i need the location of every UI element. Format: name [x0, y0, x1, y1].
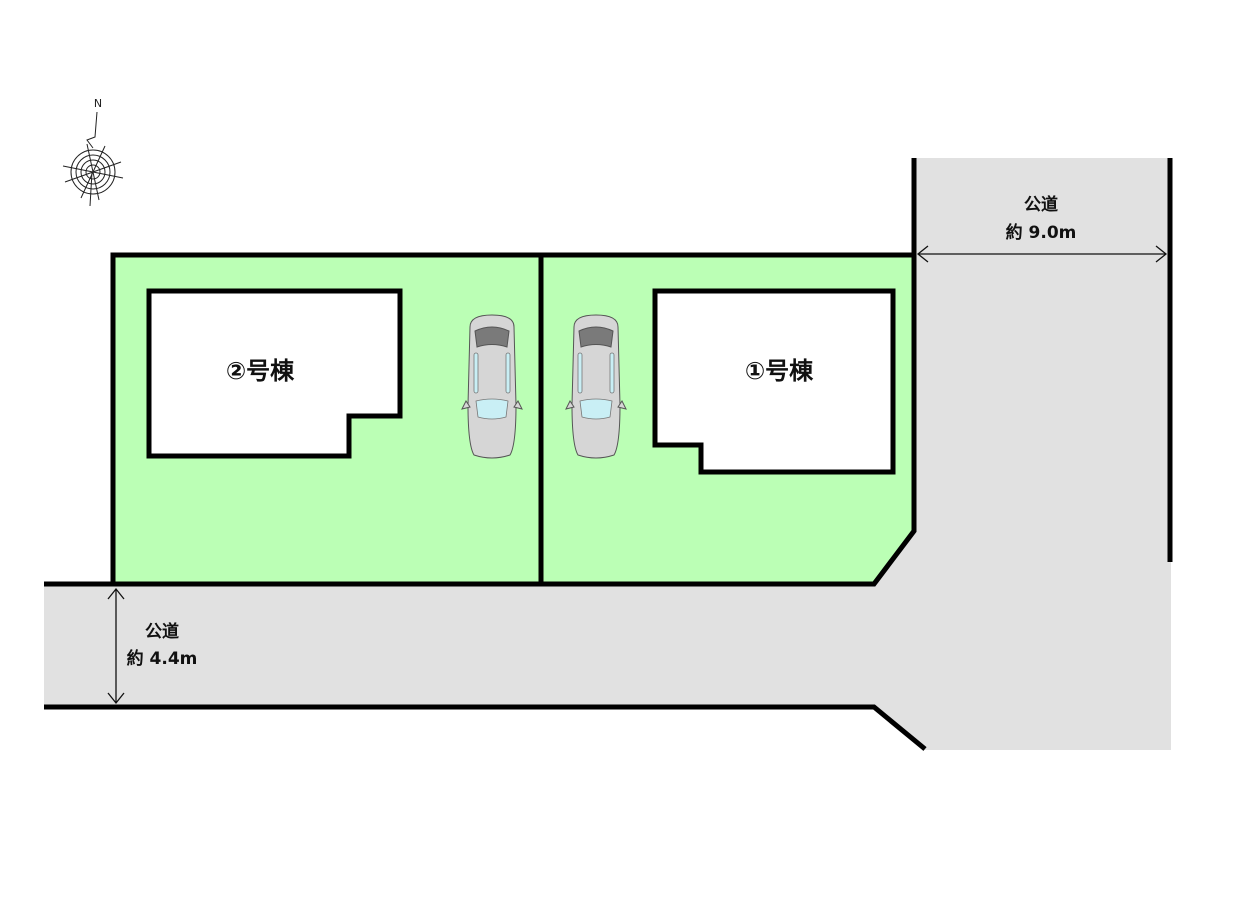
site-boundary [44, 252, 917, 587]
east-road-dimension [916, 245, 1168, 263]
south-road-width: 約 4.4m [127, 648, 198, 669]
road-east [44, 158, 1171, 750]
building-2-label: ②号棟 [226, 357, 295, 385]
car-icon [461, 314, 523, 459]
north-label: N [94, 97, 102, 110]
building-2 [146, 288, 403, 459]
south-road-dimension [107, 587, 125, 705]
compass-rose-icon [62, 111, 124, 207]
east-road-name: 公道 [1024, 194, 1058, 215]
east-road-width: 約 9.0m [1006, 222, 1077, 243]
road-edge-south [44, 704, 927, 751]
building-1 [652, 288, 896, 475]
building-1-label: ①号棟 [745, 357, 814, 385]
south-road-name: 公道 [145, 621, 179, 642]
car-icon [565, 314, 627, 459]
